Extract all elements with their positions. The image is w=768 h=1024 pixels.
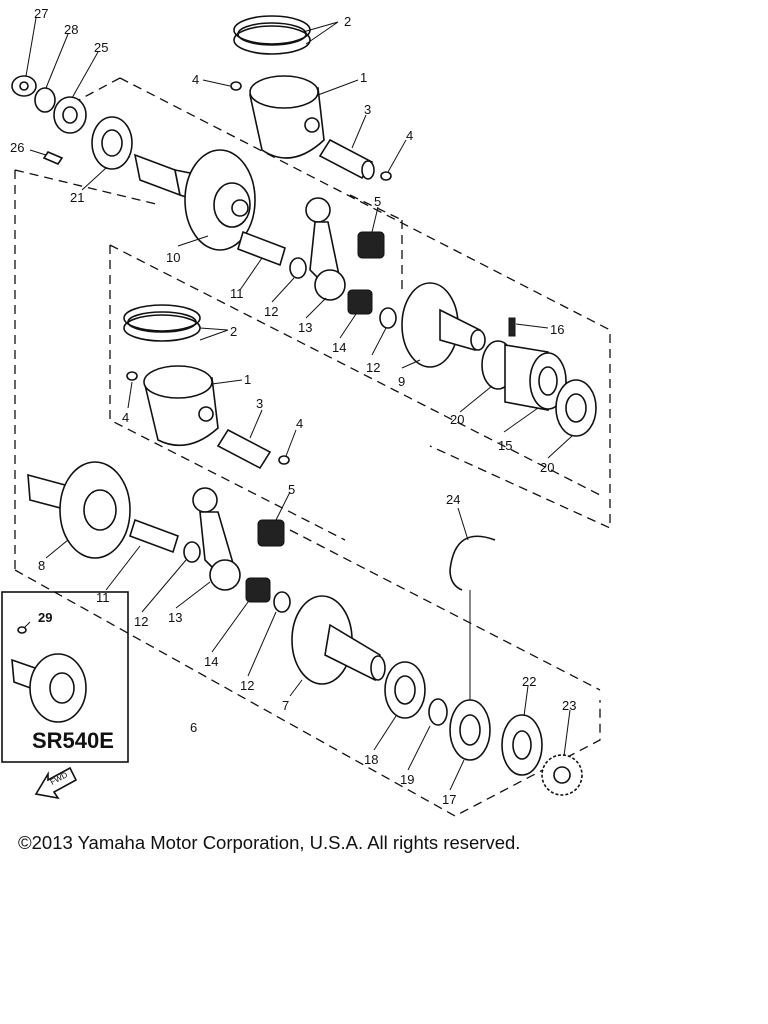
callout-17: 17 (442, 792, 456, 807)
connecting-rod-lower (192, 487, 241, 591)
callout-22: 22 (522, 674, 536, 689)
center-bearing-assembly (481, 340, 597, 437)
key-26 (42, 151, 64, 165)
piston-pin-upper (318, 138, 375, 180)
washer-12-d (273, 591, 291, 613)
callout-12-lower-a: 12 (134, 614, 148, 629)
callout-11-lower: 11 (96, 590, 110, 605)
variant-inset-box: SR540E 29 (1, 591, 129, 763)
callout-4-lower-left: 4 (122, 410, 129, 425)
oil-seal-22 (501, 714, 543, 776)
piston-rings-lower (123, 304, 201, 342)
crankshaft-right-7 (291, 595, 386, 685)
needle-bearing-small-end-upper (357, 231, 385, 259)
piston-lower (143, 365, 219, 447)
crankshaft-left-upper (133, 149, 256, 251)
crank-pin-upper (237, 230, 286, 267)
leader-lines (23, 17, 573, 791)
crankshaft-left-lower (27, 461, 131, 559)
callout-5-upper: 5 (374, 194, 381, 209)
callout-29: 29 (38, 610, 52, 625)
callout-5-lower: 5 (288, 482, 295, 497)
callout-14-upper: 14 (332, 340, 346, 355)
callout-7: 7 (282, 698, 289, 713)
washer-12-b (379, 307, 397, 329)
callout-23: 23 (562, 698, 576, 713)
bearing-21 (91, 116, 133, 170)
washer-19 (428, 698, 448, 726)
callout-12-upper-b: 12 (366, 360, 380, 375)
crankshaft-piston-exploded-diagram: SR540E 29 FWD (1, 6, 611, 817)
callout-21: 21 (70, 190, 84, 205)
callout-2-lower: 2 (230, 324, 237, 339)
callout-1-lower: 1 (244, 372, 251, 387)
piston-pin-lower (216, 428, 272, 470)
callout-10: 10 (166, 250, 180, 265)
bearing-18 (384, 661, 426, 719)
callout-9: 9 (398, 374, 405, 389)
assembly-boundary-middle (109, 244, 601, 541)
piston-upper (249, 75, 325, 159)
crank-pin-lower (129, 518, 179, 554)
callout-19: 19 (400, 772, 414, 787)
needle-bearing-14-a (347, 289, 373, 315)
callout-25: 25 (94, 40, 108, 55)
needle-bearing-14-b (245, 577, 271, 603)
callout-3-upper: 3 (364, 102, 371, 117)
circlip-24 (449, 535, 496, 591)
sprocket-23 (541, 754, 583, 796)
callout-13-upper: 13 (298, 320, 312, 335)
nut-27 (11, 75, 37, 97)
washer-12-c (183, 541, 201, 563)
callout-6: 6 (190, 720, 197, 735)
callout-11-upper: 11 (230, 286, 244, 301)
washer-28 (34, 87, 56, 113)
copyright-notice: ©2013 Yamaha Motor Corporation, U.S.A. A… (18, 832, 521, 853)
callout-15: 15 (498, 438, 512, 453)
callout-18: 18 (364, 752, 378, 767)
callout-28: 28 (64, 22, 78, 37)
callout-27: 27 (34, 6, 48, 21)
callout-3-lower: 3 (256, 396, 263, 411)
assembly-boundary-lower (14, 169, 601, 817)
bearing-17 (449, 699, 491, 761)
callout-2-upper: 2 (344, 14, 351, 29)
callout-4-upper-left: 4 (192, 72, 199, 87)
connecting-rod-upper (305, 197, 346, 301)
callout-13-lower: 13 (168, 610, 182, 625)
piston-rings-upper (233, 15, 311, 55)
assembly-boundary-upper (59, 77, 611, 530)
callout-20-right: 20 (540, 460, 554, 475)
callout-12-upper-a: 12 (264, 304, 278, 319)
variant-label: SR540E (32, 728, 114, 753)
callout-4-upper-right: 4 (406, 128, 413, 143)
callout-24: 24 (446, 492, 460, 507)
callout-8-lower: 8 (38, 558, 45, 573)
callout-20-left: 20 (450, 412, 464, 427)
callout-12-lower-b: 12 (240, 678, 254, 693)
callout-14-lower: 14 (204, 654, 218, 669)
washer-12-a (289, 257, 307, 279)
callout-4-lower-right: 4 (296, 416, 303, 431)
callout-26: 26 (10, 140, 24, 155)
callout-labels: 2 1 4 3 4 5 27 28 25 26 21 10 11 12 13 1… (10, 6, 576, 807)
circlips-lower (126, 371, 290, 465)
callout-16: 16 (550, 322, 564, 337)
forward-arrow-icon: FWD (34, 766, 78, 800)
callout-1-upper: 1 (360, 70, 367, 85)
needle-bearing-small-end-lower (257, 519, 285, 547)
dowel-pin-16 (508, 317, 516, 337)
oil-seal-25 (53, 96, 87, 134)
circlips-upper (230, 81, 392, 181)
crank-wheel-9 (401, 282, 486, 368)
